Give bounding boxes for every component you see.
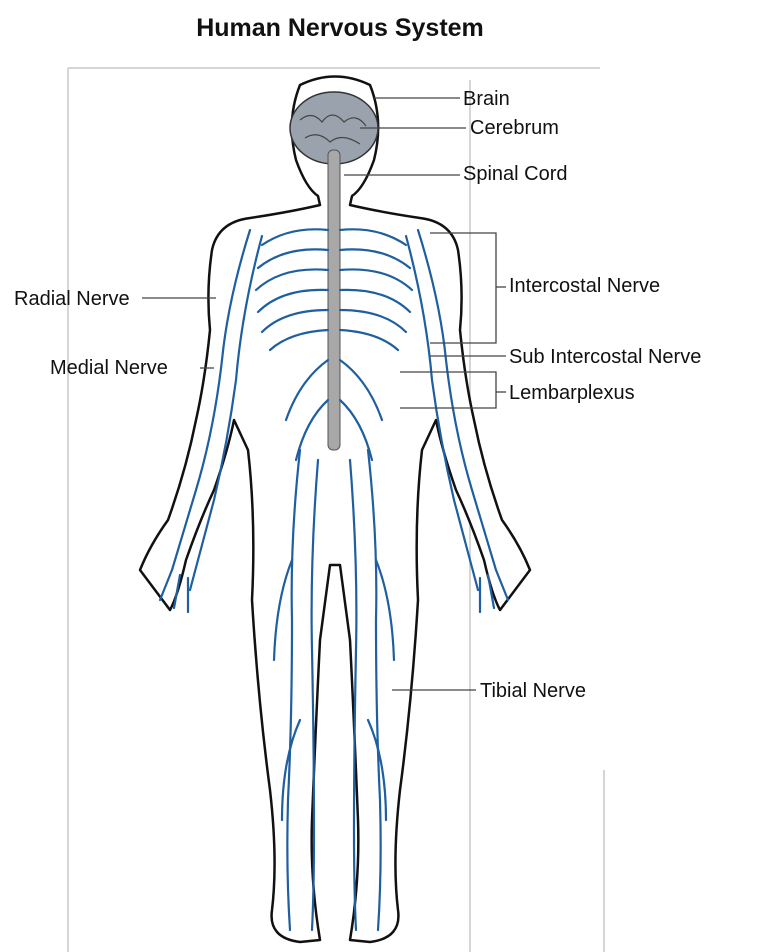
label-radial-nerve: Radial Nerve	[14, 288, 130, 311]
label-intercostal-nerve: Intercostal Nerve	[509, 275, 660, 298]
spinal-cord-shape	[328, 150, 340, 450]
label-brain: Brain	[463, 88, 510, 111]
label-medial-nerve: Medial Nerve	[50, 357, 168, 380]
label-lembarplexus: Lembarplexus	[509, 382, 635, 405]
label-tibial-nerve: Tibial Nerve	[480, 680, 586, 703]
label-sub-intercostal-nerve: Sub Intercostal Nerve	[509, 346, 701, 369]
label-cerebrum: Cerebrum	[470, 117, 559, 140]
label-spinal-cord: Spinal Cord	[463, 163, 568, 186]
